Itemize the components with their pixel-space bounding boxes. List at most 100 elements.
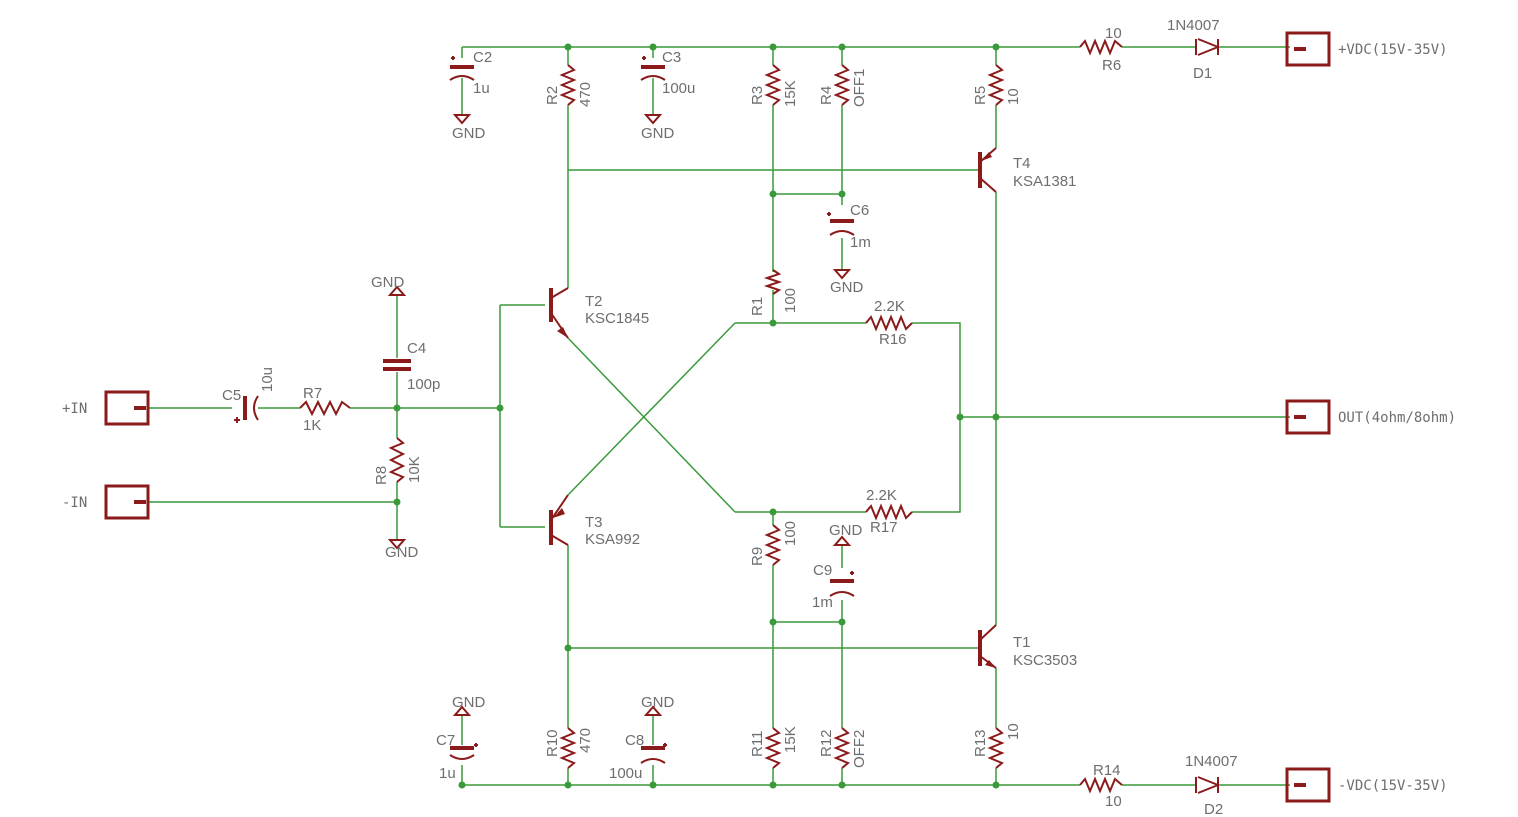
label-c4-value: 100p (407, 376, 440, 393)
label-r1-value: 100 (782, 288, 799, 313)
label-vcc-neg: -VDC(15V-35V) (1338, 778, 1448, 794)
label-r10-value: 470 (577, 728, 594, 753)
label-c8-value: 100u (609, 765, 642, 782)
label-r8-value: 10K (406, 456, 423, 483)
label-d2-name: D2 (1204, 801, 1223, 817)
label-d1-value: 1N4007 (1167, 17, 1220, 34)
label-r16-name: R16 (879, 331, 907, 348)
label-t3-name: T3 (585, 514, 603, 531)
transistor-T2 (549, 287, 569, 339)
capacitor-C2 (449, 56, 475, 81)
label-t3-value: KSA992 (585, 531, 640, 548)
label-c7-value: 1u (439, 765, 456, 782)
label-r7-value: 1K (303, 417, 321, 434)
resistor-R6 (1079, 38, 1123, 56)
label-t4-name: T4 (1013, 155, 1031, 172)
gnd-c9 (832, 535, 852, 546)
label-d1-name: D1 (1193, 65, 1212, 82)
label-vcc-pos: +VDC(15V-35V) (1338, 42, 1448, 58)
label-r14-value: 10 (1105, 793, 1122, 810)
label-r9-value: 100 (782, 521, 799, 546)
resistor-R16 (865, 314, 913, 332)
transistor-T3 (549, 494, 569, 546)
label-in-pos: +IN (62, 401, 87, 417)
label-c8-name: C8 (625, 732, 644, 749)
resistor-R9 (764, 524, 782, 566)
label-t1-name: T1 (1013, 634, 1031, 651)
label-r8-name: R8 (373, 466, 390, 485)
label-gnd-r8: GND (385, 544, 419, 561)
diode-D1 (1195, 38, 1219, 56)
capacitor-C8 (640, 743, 667, 764)
resistor-R10 (559, 727, 577, 769)
label-r12-name: R12 (818, 729, 835, 757)
label-c9-name: C9 (813, 562, 832, 579)
resistor-R11 (764, 727, 782, 769)
label-gnd-c9: GND (829, 522, 863, 539)
connector-in-pos (104, 390, 150, 426)
label-r17-name: R17 (870, 519, 898, 536)
resistor-R3 (764, 64, 782, 106)
label-r10-name: R10 (544, 729, 561, 757)
resistor-R14 (1079, 776, 1123, 794)
label-r6-name: R6 (1102, 57, 1121, 74)
gnd-c2 (452, 114, 472, 125)
label-gnd-c7: GND (452, 694, 486, 711)
label-r9-name: R9 (749, 547, 766, 566)
label-r3-name: R3 (749, 86, 766, 105)
resistor-R7 (299, 399, 351, 417)
label-r7-name: R7 (303, 385, 322, 402)
label-c3-name: C3 (662, 49, 681, 66)
connector-vcc-neg (1285, 767, 1331, 803)
label-r1-name: R1 (749, 297, 766, 316)
connector-vcc-pos (1285, 31, 1331, 67)
label-r11-value: 15K (782, 726, 799, 753)
label-c5-name: C5 (222, 387, 241, 404)
label-t2-name: T2 (585, 293, 603, 310)
label-gnd-c6: GND (830, 279, 864, 296)
label-r4-value: OFF1 (851, 69, 868, 107)
wires (148, 46, 1290, 786)
label-c6-value: 1m (850, 234, 871, 251)
label-c4-name: C4 (407, 340, 426, 357)
gnd-r8 (387, 539, 407, 550)
label-r14-name: R14 (1093, 762, 1121, 779)
capacitor-C9 (829, 571, 855, 597)
resistor-R13 (987, 727, 1005, 769)
label-r13-name: R13 (972, 729, 989, 757)
resistor-R4 (833, 64, 851, 106)
label-out: OUT(4ohm/8ohm) (1338, 410, 1456, 426)
label-c6-name: C6 (850, 202, 869, 219)
capacitor-C3 (640, 56, 666, 81)
label-t1-value: KSC3503 (1013, 652, 1077, 669)
capacitor-C5 (234, 395, 259, 423)
label-c9-value: 1m (812, 594, 833, 611)
label-r5-name: R5 (972, 86, 989, 105)
diode-D2 (1195, 776, 1219, 794)
label-r2-name: R2 (544, 86, 561, 105)
resistor-R17 (865, 503, 913, 521)
label-r11-name: R11 (749, 731, 766, 757)
label-c5-value: 10u (259, 367, 276, 392)
label-c2-value: 1u (473, 80, 490, 97)
label-t4-value: KSA1381 (1013, 173, 1076, 190)
label-r16-value: 2.2K (874, 298, 905, 315)
label-r2-value: 470 (577, 82, 594, 107)
gnd-c6 (832, 269, 852, 280)
label-c3-value: 100u (662, 80, 695, 97)
junctions (393, 43, 1000, 789)
gnd-c8 (643, 705, 663, 716)
label-r12-value: OFF2 (851, 730, 868, 768)
label-t2-value: KSC1845 (585, 310, 649, 327)
label-d2-value: 1N4007 (1185, 753, 1238, 770)
label-gnd-c2: GND (452, 125, 486, 142)
transistor-T1 (978, 624, 997, 669)
label-in-neg: -IN (62, 495, 87, 511)
label-c2-name: C2 (473, 49, 492, 66)
resistor-R12 (833, 727, 851, 769)
label-r5-value: 10 (1005, 88, 1022, 105)
gnd-c4 (387, 285, 407, 296)
label-r6-value: 10 (1105, 25, 1122, 42)
resistor-R2 (559, 64, 577, 106)
